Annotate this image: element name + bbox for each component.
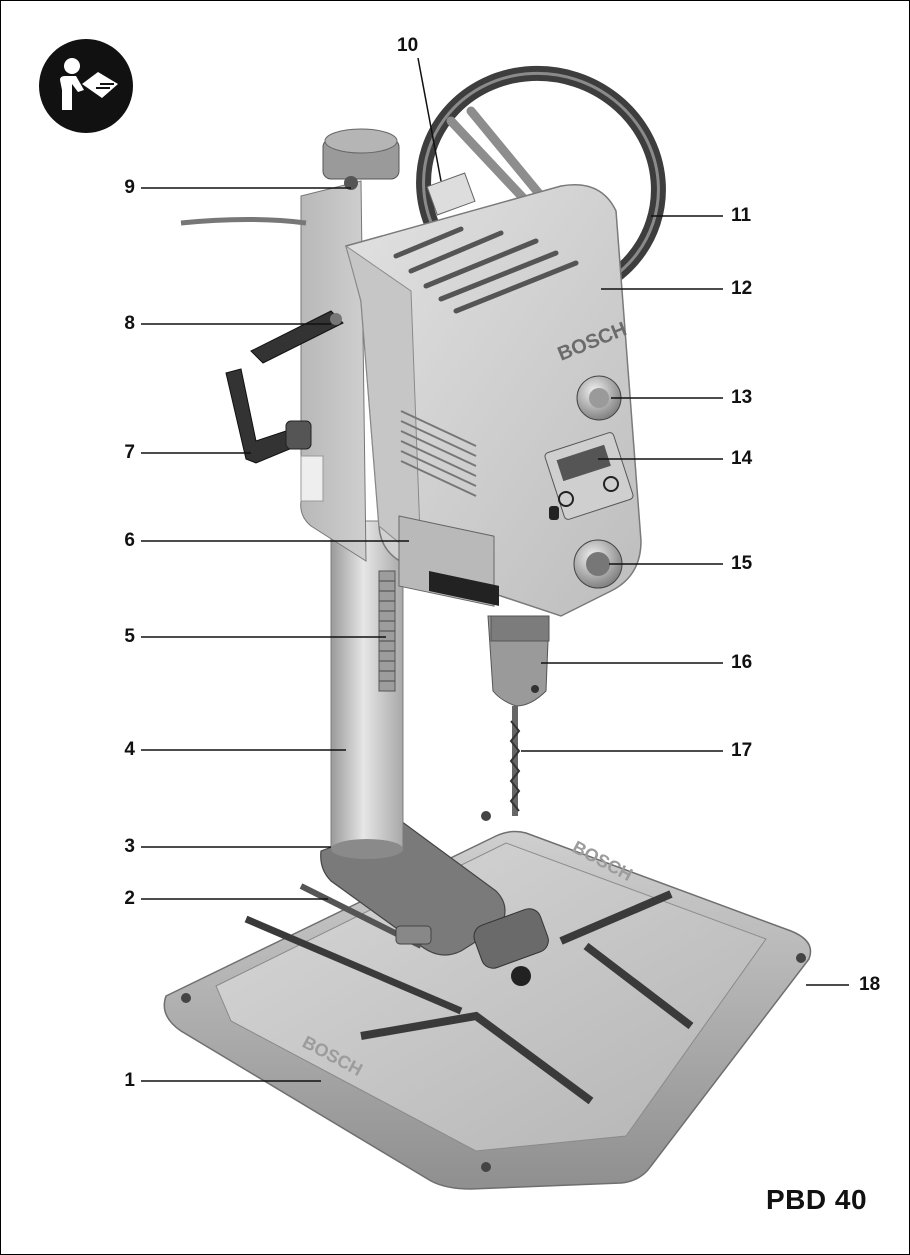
callout-4: 4 (124, 739, 135, 760)
callout-3: 3 (124, 836, 135, 857)
callout-9: 9 (124, 177, 135, 198)
callout-15: 15 (731, 553, 753, 574)
carriage (180, 128, 400, 562)
callout-8: 8 (124, 313, 135, 334)
callout-7: 7 (124, 442, 135, 463)
callout-1: 1 (124, 1070, 135, 1091)
leader-lines (141, 57, 849, 1082)
callout-2: 2 (124, 888, 135, 909)
callout-5: 5 (124, 626, 135, 647)
motor-housing: BOSCH (345, 172, 642, 617)
callout-12: 12 (731, 278, 753, 299)
callout-10: 10 (397, 35, 419, 56)
read-manual-icon (39, 39, 133, 133)
callout-18: 18 (859, 974, 881, 995)
callout-16: 16 (731, 652, 753, 673)
column (330, 520, 404, 859)
callout-14: 14 (731, 448, 753, 469)
callout-11: 11 (731, 205, 752, 226)
base-plate: BOSCH BOSCH (163, 811, 812, 1190)
callout-13: 13 (731, 387, 753, 408)
chuck-and-drill-bit (487, 615, 550, 816)
callout-6: 6 (124, 530, 135, 551)
callout-17: 17 (731, 740, 753, 761)
model-name: PBD 40 (766, 1184, 868, 1215)
